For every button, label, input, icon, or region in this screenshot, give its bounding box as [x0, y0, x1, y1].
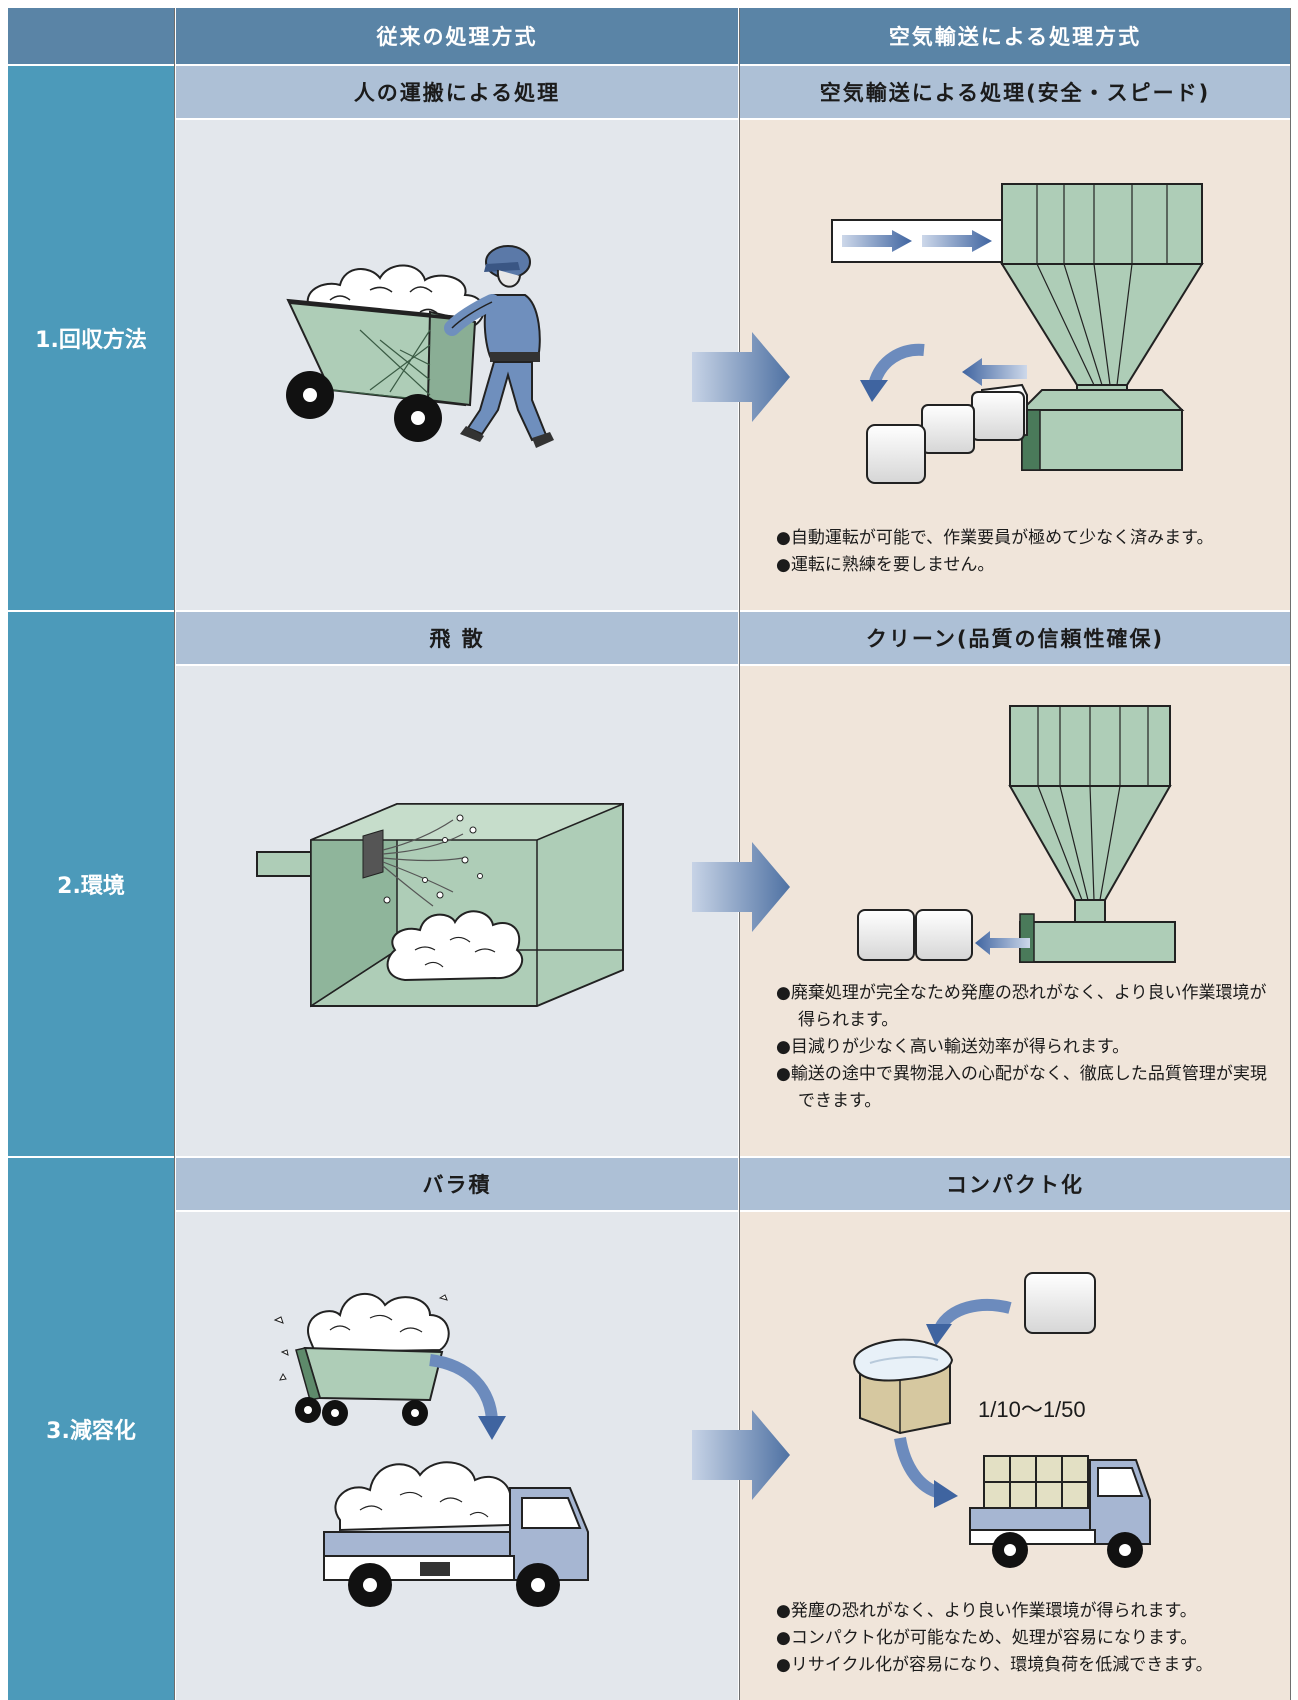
hopper-compressor-illustration — [831, 183, 1204, 484]
hopper-clean-illustration — [857, 705, 1176, 963]
header-pneumatic: 空気輸送による処理方式 — [740, 8, 1290, 64]
row3-left-title: バラ積 — [176, 1158, 738, 1210]
header-conventional: 従来の処理方式 — [176, 8, 738, 64]
flow-arrow-icon — [692, 332, 790, 422]
row2-right-title: クリーン(品質の信頼性確保) — [740, 612, 1290, 664]
cart-worker-illustration — [286, 245, 554, 448]
row2-bullet-3: ●輸送の途中で異物混入の心配がなく、徹底した品質管理が実現できます。 — [776, 1064, 1267, 1111]
row1-bullet-1: ●自動運転が可能で、作業要員が極めて少なく済みます。 — [776, 528, 1214, 548]
row1-right-title: 空気輸送による処理(安全・スピード) — [740, 66, 1290, 118]
row3-bullet-2: ●コンパクト化が可能なため、処理が容易になります。 — [776, 1628, 1198, 1648]
scatter-box-illustration — [256, 802, 624, 1008]
row3-bullets: ●発塵の恐れがなく、より良い作業環境が得られます。 ●コンパクト化が可能なため、… — [776, 1598, 1276, 1679]
row2-left-title: 飛 散 — [176, 612, 738, 664]
header-corner — [8, 8, 174, 64]
row1-left-title: 人の運搬による処理 — [176, 66, 738, 118]
row1-bullet-2: ●運転に熟練を要しません。 — [776, 555, 995, 575]
row3-right-title: コンパクト化 — [740, 1158, 1290, 1210]
row1-bullets: ●自動運転が可能で、作業要員が極めて少なく済みます。 ●運転に熟練を要しません。 — [776, 525, 1276, 579]
divider-center — [739, 8, 740, 1700]
row-label-volume-reduction: 3.減容化 — [8, 1158, 174, 1700]
divider-right — [1290, 8, 1291, 1700]
compact-truck-illustration — [853, 1272, 1151, 1568]
row3-left-cell — [176, 1212, 738, 1700]
row3-bullet-3: ●リサイクル化が容易になり、環境負荷を低減できます。 — [776, 1655, 1213, 1675]
compression-ratio-label: 1/10〜1/50 — [978, 1397, 1086, 1422]
bulk-truck-illustration — [273, 1292, 589, 1607]
row2-bullet-2: ●目減りが少なく高い輸送効率が得られます。 — [776, 1037, 1130, 1057]
row2-bullet-1: ●廃棄処理が完全なため発塵の恐れがなく、より良い作業環境が得られます。 — [776, 983, 1267, 1030]
row-label-collection: 1.回収方法 — [8, 66, 174, 610]
flow-arrow-icon — [692, 842, 790, 932]
flow-arrow-icon — [692, 1410, 790, 1500]
row3-bullet-1: ●発塵の恐れがなく、より良い作業環境が得られます。 — [776, 1601, 1197, 1621]
row-label-environment: 2.環境 — [8, 612, 174, 1156]
row2-bullets: ●廃棄処理が完全なため発塵の恐れがなく、より良い作業環境が得られます。 ●目減り… — [776, 980, 1276, 1115]
divider-label — [174, 8, 175, 1700]
